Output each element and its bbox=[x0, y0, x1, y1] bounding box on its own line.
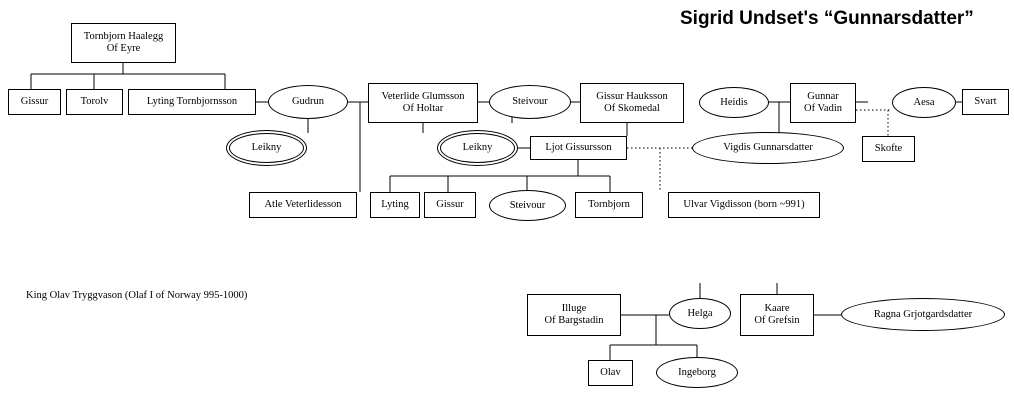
node-tornbjorn-haalegg[interactable]: Tornbjorn Haalegg Of Eyre bbox=[71, 23, 176, 63]
node-kaare-of-grefsin[interactable]: Kaare Of Grefsin bbox=[740, 294, 814, 336]
node-heidis[interactable]: Heidis bbox=[699, 87, 769, 118]
node-gissur-1[interactable]: Gissur bbox=[8, 89, 61, 115]
node-steivour-2[interactable]: Steivour bbox=[489, 190, 566, 221]
node-veterlide-glumsson[interactable]: Veterlide Glumsson Of Holtar bbox=[368, 83, 478, 123]
node-atle-veterlidesson[interactable]: Atle Veterlidesson bbox=[249, 192, 357, 218]
node-lyting-tornbjornsson[interactable]: Lyting Tornbjornsson bbox=[128, 89, 256, 115]
king-olav-note: King Olav Tryggvason (Olaf I of Norway 9… bbox=[26, 290, 248, 301]
node-leikny-2[interactable]: Leikny bbox=[440, 133, 515, 163]
node-ulvar-vigdisson[interactable]: Ulvar Vigdisson (born ~991) bbox=[668, 192, 820, 218]
node-illuge-of-bargstadin[interactable]: Illuge Of Bargstadin bbox=[527, 294, 621, 336]
edge-solid-0 bbox=[30, 63, 226, 89]
page-title: Sigrid Undset's “Gunnarsdatter” bbox=[680, 8, 974, 29]
node-helga[interactable]: Helga bbox=[669, 298, 731, 329]
node-ingeborg[interactable]: Ingeborg bbox=[656, 357, 738, 388]
node-leikny-1[interactable]: Leikny bbox=[229, 133, 304, 163]
node-torolv[interactable]: Torolv bbox=[66, 89, 123, 115]
dotted-edge-group bbox=[627, 109, 892, 192]
edge-solid-22 bbox=[609, 315, 698, 360]
node-gissur-hauksson[interactable]: Gissur Hauksson Of Skomedal bbox=[580, 83, 684, 123]
node-gudrun[interactable]: Gudrun bbox=[268, 85, 348, 119]
node-tornbjorn-2[interactable]: Tornbjorn bbox=[575, 192, 643, 218]
node-skofte[interactable]: Skofte bbox=[862, 136, 915, 162]
node-gissur-2[interactable]: Gissur bbox=[424, 192, 476, 218]
node-ljot-gissursson[interactable]: Ljot Gissursson bbox=[530, 136, 627, 160]
node-svart[interactable]: Svart bbox=[962, 89, 1009, 115]
node-ragna-grjotgardsdatter[interactable]: Ragna Grjotgardsdatter bbox=[841, 298, 1005, 331]
node-lyting-2[interactable]: Lyting bbox=[370, 192, 420, 218]
node-gunnar-of-vadin[interactable]: Gunnar Of Vadin bbox=[790, 83, 856, 123]
node-steivour-1[interactable]: Steivour bbox=[489, 85, 571, 119]
node-aesa[interactable]: Aesa bbox=[892, 87, 956, 118]
edge-solid-13 bbox=[389, 160, 611, 192]
node-vigdis-gunnarsdatter[interactable]: Vigdis Gunnarsdatter bbox=[692, 132, 844, 164]
node-olav[interactable]: Olav bbox=[588, 360, 633, 386]
